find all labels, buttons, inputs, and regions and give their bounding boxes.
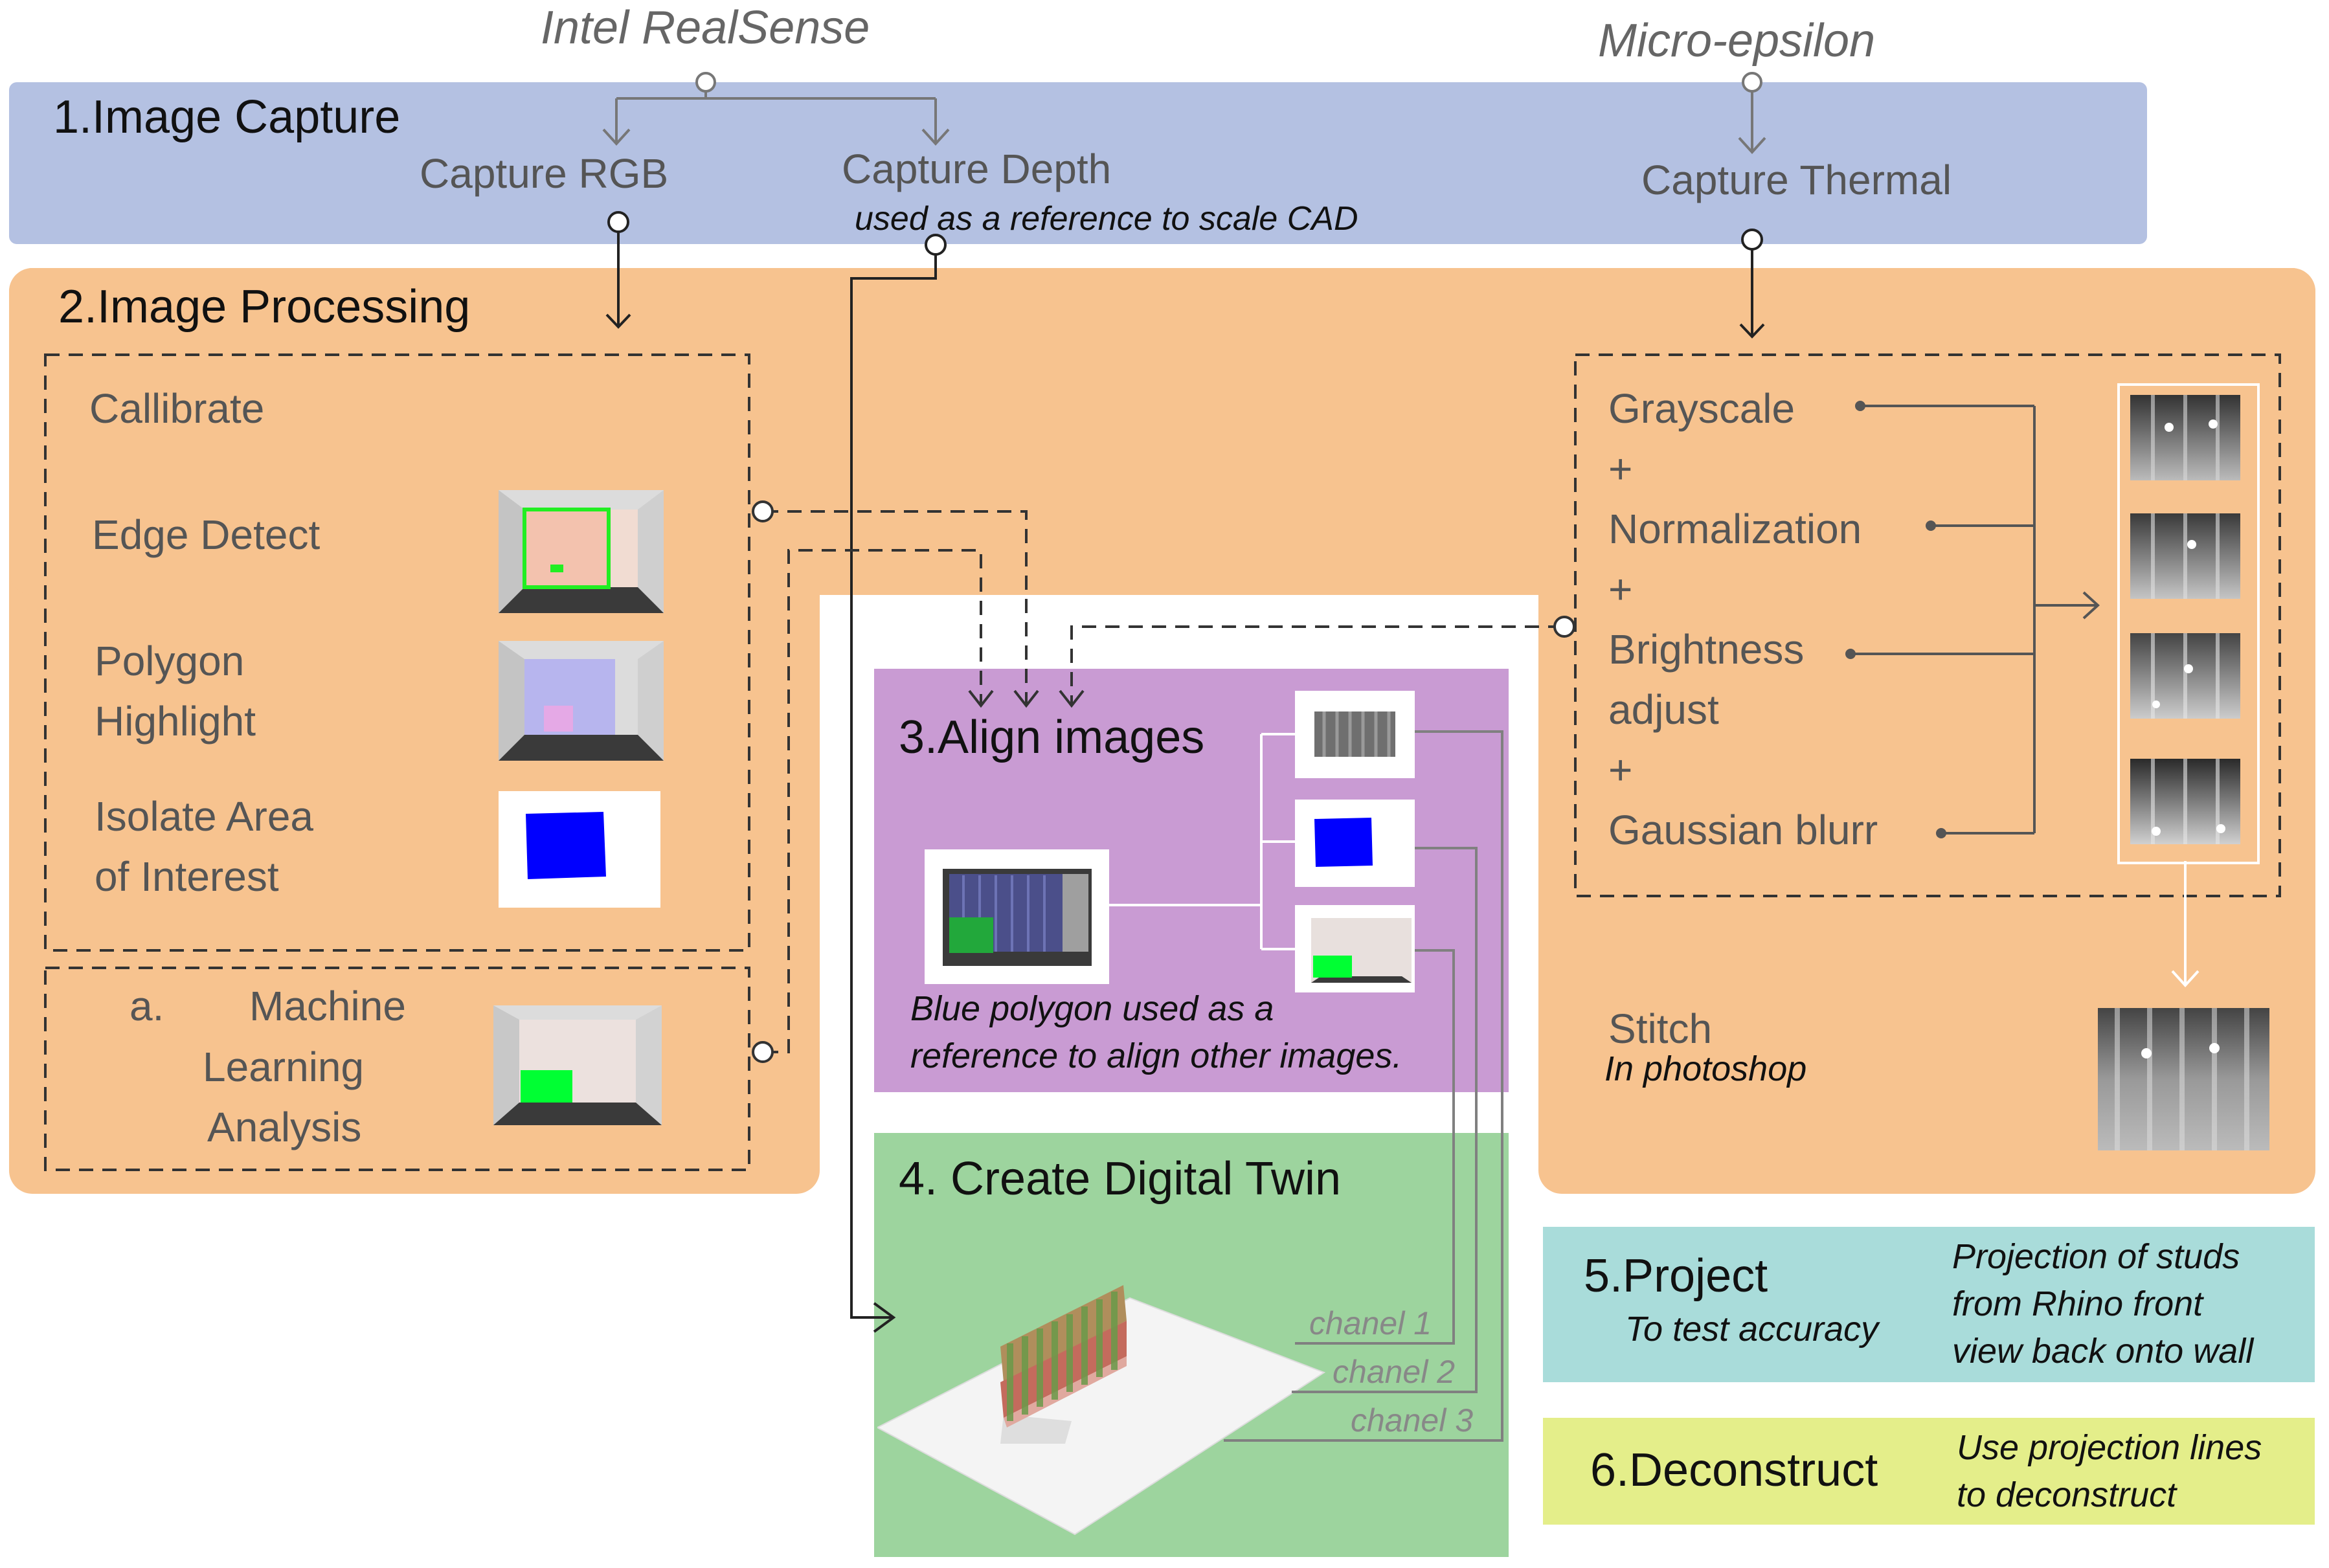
digital-twin-title: 4. Create Digital Twin	[899, 1153, 1341, 1205]
polygon-highlight-label-2: Highlight	[95, 698, 256, 745]
ml-label-3: Analysis	[207, 1104, 362, 1150]
channel-3-label: chanel 3	[1351, 1402, 1474, 1439]
project-title: 5.Project	[1584, 1250, 1768, 1302]
capture-thermal-label: Capture Thermal	[1641, 157, 1952, 203]
deconstruct-note-2: to deconstruct	[1957, 1475, 2177, 1514]
capture-depth-note: used as a reference to scale CAD	[855, 200, 1358, 238]
align-note-1: Blue polygon used as a	[910, 989, 1274, 1028]
thermal-frames-frame	[2117, 383, 2260, 864]
normalization-label: Normalization	[1608, 506, 1862, 552]
capture-depth-label: Capture Depth	[842, 146, 1112, 192]
project-panel	[1543, 1227, 2315, 1382]
align-note-2: reference to align other images.	[910, 1036, 1402, 1075]
plus-2: +	[1608, 566, 1633, 612]
polygon-highlight-label-1: Polygon	[95, 638, 245, 684]
project-note-3: view back onto wall	[1952, 1332, 2254, 1371]
ml-index-label: a.	[129, 983, 164, 1029]
isolate-area-thumbnail	[499, 791, 660, 908]
aligned-composite-thumbnail	[925, 849, 1109, 984]
align-blue-thumbnail	[1295, 800, 1415, 887]
stitch-label: Stitch	[1608, 1005, 1713, 1052]
calibrate-label: Callibrate	[89, 385, 265, 432]
channel-1-label: chanel 1	[1309, 1305, 1432, 1341]
project-subtitle: To test accuracy	[1625, 1310, 1879, 1349]
stitch-note: In photoshop	[1604, 1049, 1807, 1088]
deconstruct-note-1: Use projection lines	[1957, 1428, 2262, 1467]
project-note-1: Projection of studs	[1952, 1237, 2240, 1276]
digital-twin-render	[875, 1256, 1331, 1541]
thermal-frame-3	[2130, 633, 2240, 719]
align-thermal-thumbnail	[1295, 691, 1415, 778]
edge-detect-thumbnail	[499, 490, 664, 613]
capture-rgb-label: Capture RGB	[420, 150, 669, 197]
plus-3: +	[1608, 746, 1633, 793]
ml-label-1: Machine	[249, 983, 406, 1029]
grayscale-label: Grayscale	[1608, 385, 1795, 432]
channel-2-label: chanel 2	[1333, 1354, 1456, 1390]
align-green-thumbnail	[1295, 905, 1415, 992]
edge-detect-label: Edge Detect	[92, 511, 321, 558]
ml-analysis-thumbnail	[493, 1005, 662, 1125]
image-capture-panel	[9, 82, 2147, 244]
brightness-label-2: adjust	[1608, 686, 1719, 733]
brightness-label-1: Brightness	[1608, 626, 1805, 673]
deconstruct-title: 6.Deconstruct	[1590, 1444, 1878, 1496]
isolate-area-label-1: Isolate Area	[95, 793, 313, 840]
deconstruct-panel	[1543, 1418, 2315, 1525]
thermal-frame-4	[2130, 759, 2240, 844]
image-processing-title: 2.Image Processing	[58, 281, 471, 333]
plus-1: +	[1608, 445, 1633, 492]
align-images-title: 3.Align images	[899, 711, 1205, 763]
gaussian-label: Gaussian blurr	[1608, 807, 1878, 853]
micro-epsilon-label: Micro-epsilon	[1598, 15, 1876, 67]
image-capture-title: 1.Image Capture	[53, 91, 401, 143]
project-note-2: from Rhino front	[1952, 1284, 2203, 1323]
isolate-area-label-2: of Interest	[95, 853, 279, 900]
polygon-highlight-thumbnail	[499, 641, 664, 761]
stitched-thermal-thumbnail	[2098, 1008, 2269, 1150]
ml-label-2: Learning	[203, 1044, 365, 1090]
intel-realsense-label: Intel RealSense	[541, 2, 870, 54]
thermal-frame-2	[2130, 513, 2240, 599]
thermal-frame-1	[2130, 395, 2240, 480]
